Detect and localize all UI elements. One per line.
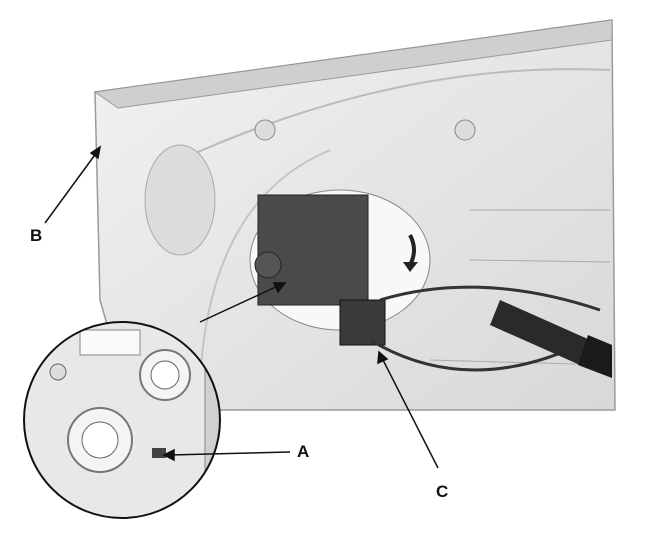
callout-label-c: C	[436, 482, 449, 501]
screwdriver	[490, 300, 612, 378]
callout-label-b: B	[30, 226, 43, 245]
detail-inset	[23, 321, 221, 519]
callout-label-a: A	[297, 442, 310, 461]
leader-lines	[44, 145, 439, 469]
